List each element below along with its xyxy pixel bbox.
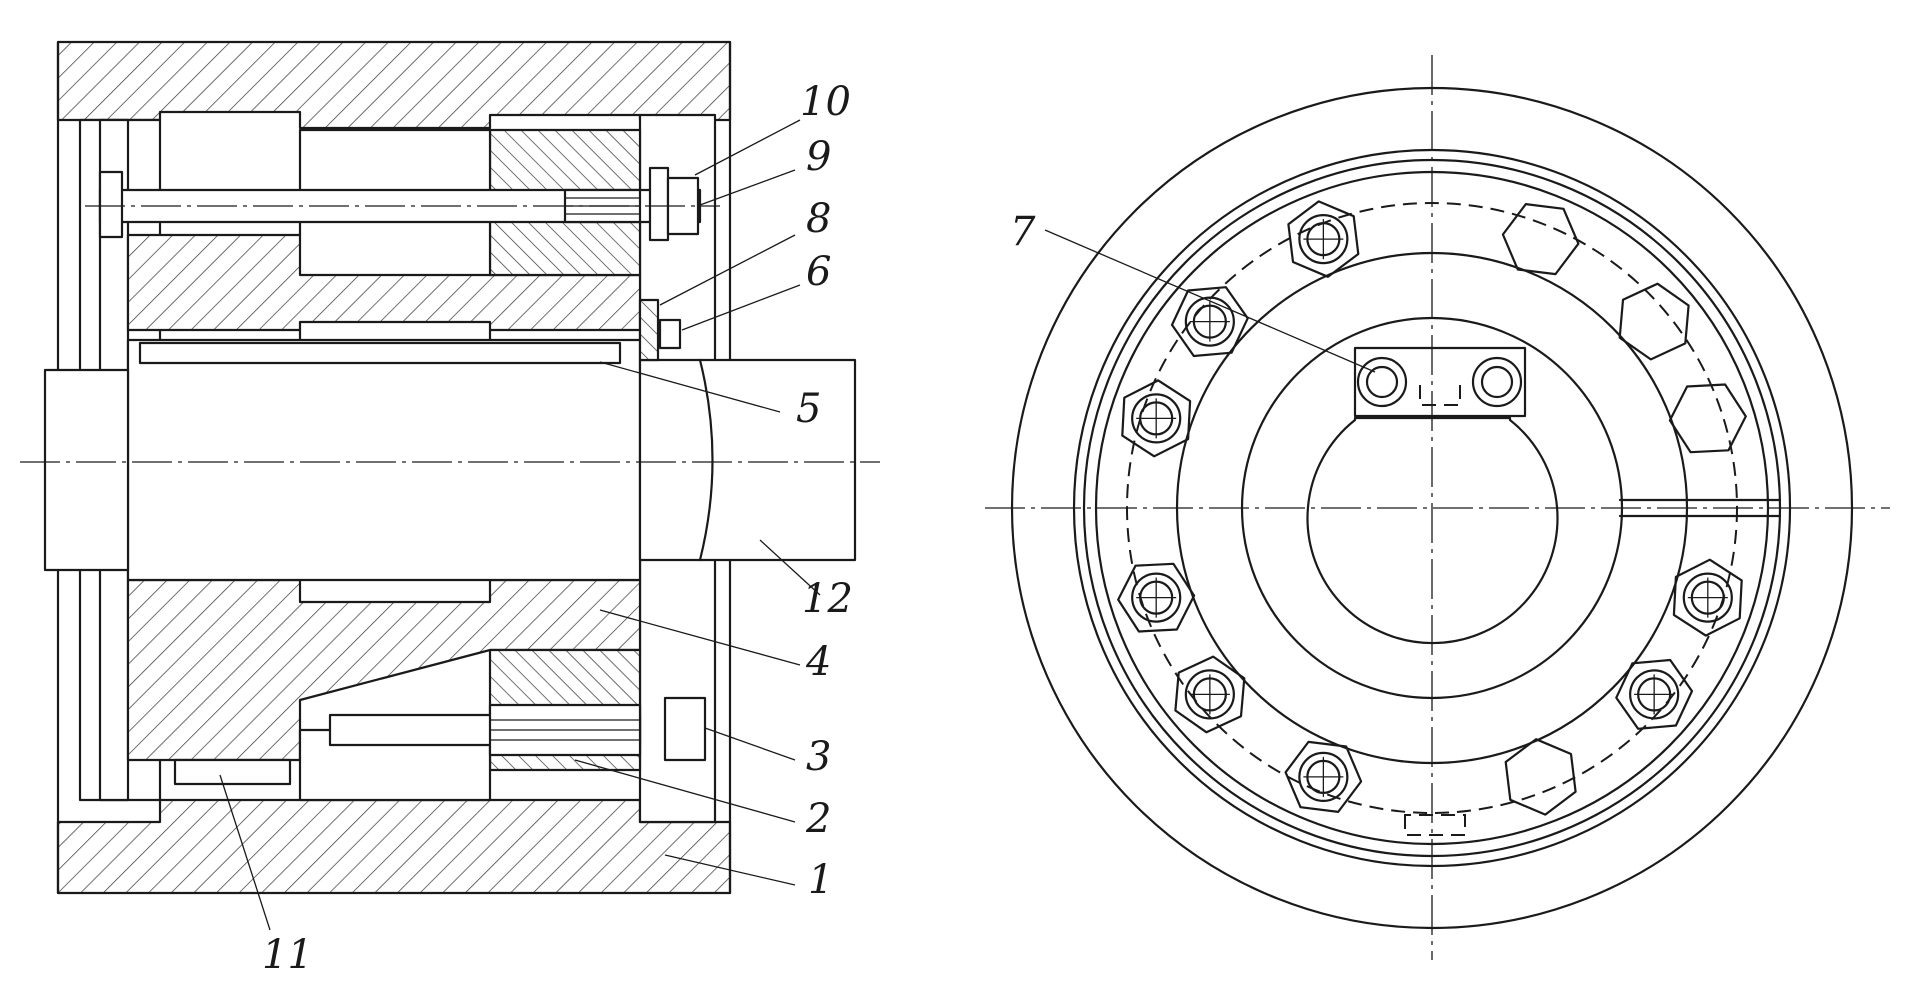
hex-bolt [1121, 379, 1192, 458]
shaft [126, 338, 642, 582]
leader-lines [219, 119, 1376, 931]
item-8 [638, 298, 660, 362]
sectional-view [20, 40, 880, 895]
hex-bolt [1284, 740, 1363, 814]
hex-bolt [1117, 562, 1196, 633]
hex-bolt [1501, 203, 1580, 276]
end-view [985, 55, 1890, 960]
hex-bolt [1170, 286, 1249, 358]
hex-bolt [1287, 200, 1360, 278]
hex-bolt [1615, 658, 1694, 730]
hex-bolt [1618, 282, 1690, 361]
bore [1306, 416, 1559, 645]
callout-4: 4 [805, 639, 831, 685]
callout-8: 8 [806, 196, 831, 242]
hex-bolt [1672, 558, 1743, 637]
lock-plate-7 [1353, 346, 1527, 418]
bolt-5 [138, 341, 622, 365]
hex-bolt [1504, 738, 1577, 816]
hex-bolt [1668, 383, 1747, 454]
bolt-head-3 [663, 696, 707, 762]
callout-6: 6 [806, 249, 831, 295]
callout-10: 10 [800, 79, 851, 125]
callout-11: 11 [262, 932, 313, 978]
item-6-nut [658, 318, 682, 350]
hub-lower [126, 578, 642, 762]
callout-2: 2 [805, 796, 831, 842]
bolt-ring [1117, 200, 1747, 816]
housing-bottom [56, 798, 732, 895]
callout-9: 9 [806, 134, 831, 180]
callout-3: 3 [806, 734, 831, 780]
callout-5: 5 [796, 386, 821, 432]
callout-7: 7 [1010, 209, 1036, 255]
callout-labels: 10 9 8 6 5 12 4 3 2 1 11 7 [262, 79, 1036, 978]
housing-top [56, 40, 732, 130]
callout-1: 1 [808, 857, 833, 903]
pin-11 [173, 758, 292, 786]
hex-bolt [1174, 655, 1246, 734]
nut-10 [648, 166, 670, 242]
callout-12: 12 [802, 576, 853, 622]
